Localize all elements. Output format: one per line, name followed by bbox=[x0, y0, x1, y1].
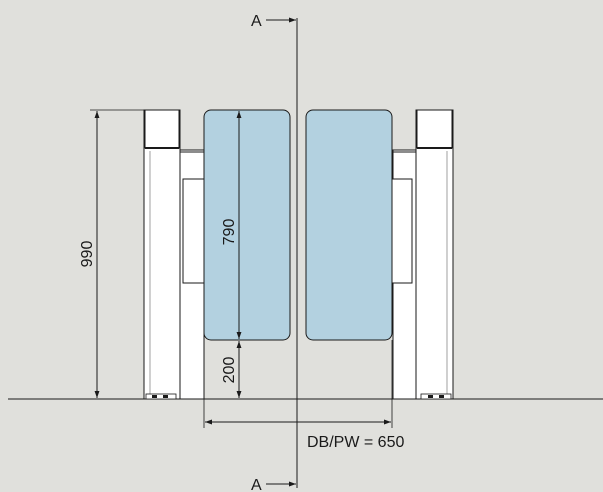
dimension-bottom-clearance-label: 200 bbox=[221, 357, 238, 384]
dimension-total-height bbox=[90, 109, 144, 398]
dimension-total-height-label: 990 bbox=[79, 241, 96, 268]
right-cabinet bbox=[383, 109, 454, 400]
left-cabinet bbox=[143, 109, 212, 400]
right-glass-wing bbox=[305, 109, 393, 341]
left-glass-wing bbox=[203, 109, 291, 341]
dimension-passage-width bbox=[203, 340, 393, 428]
dimension-glass-height-label: 790 bbox=[221, 219, 238, 246]
section-label-top: A bbox=[251, 13, 262, 30]
dimension-passage-width-label: DB/PW = 650 bbox=[307, 434, 404, 451]
section-label-bottom: A bbox=[251, 477, 262, 492]
